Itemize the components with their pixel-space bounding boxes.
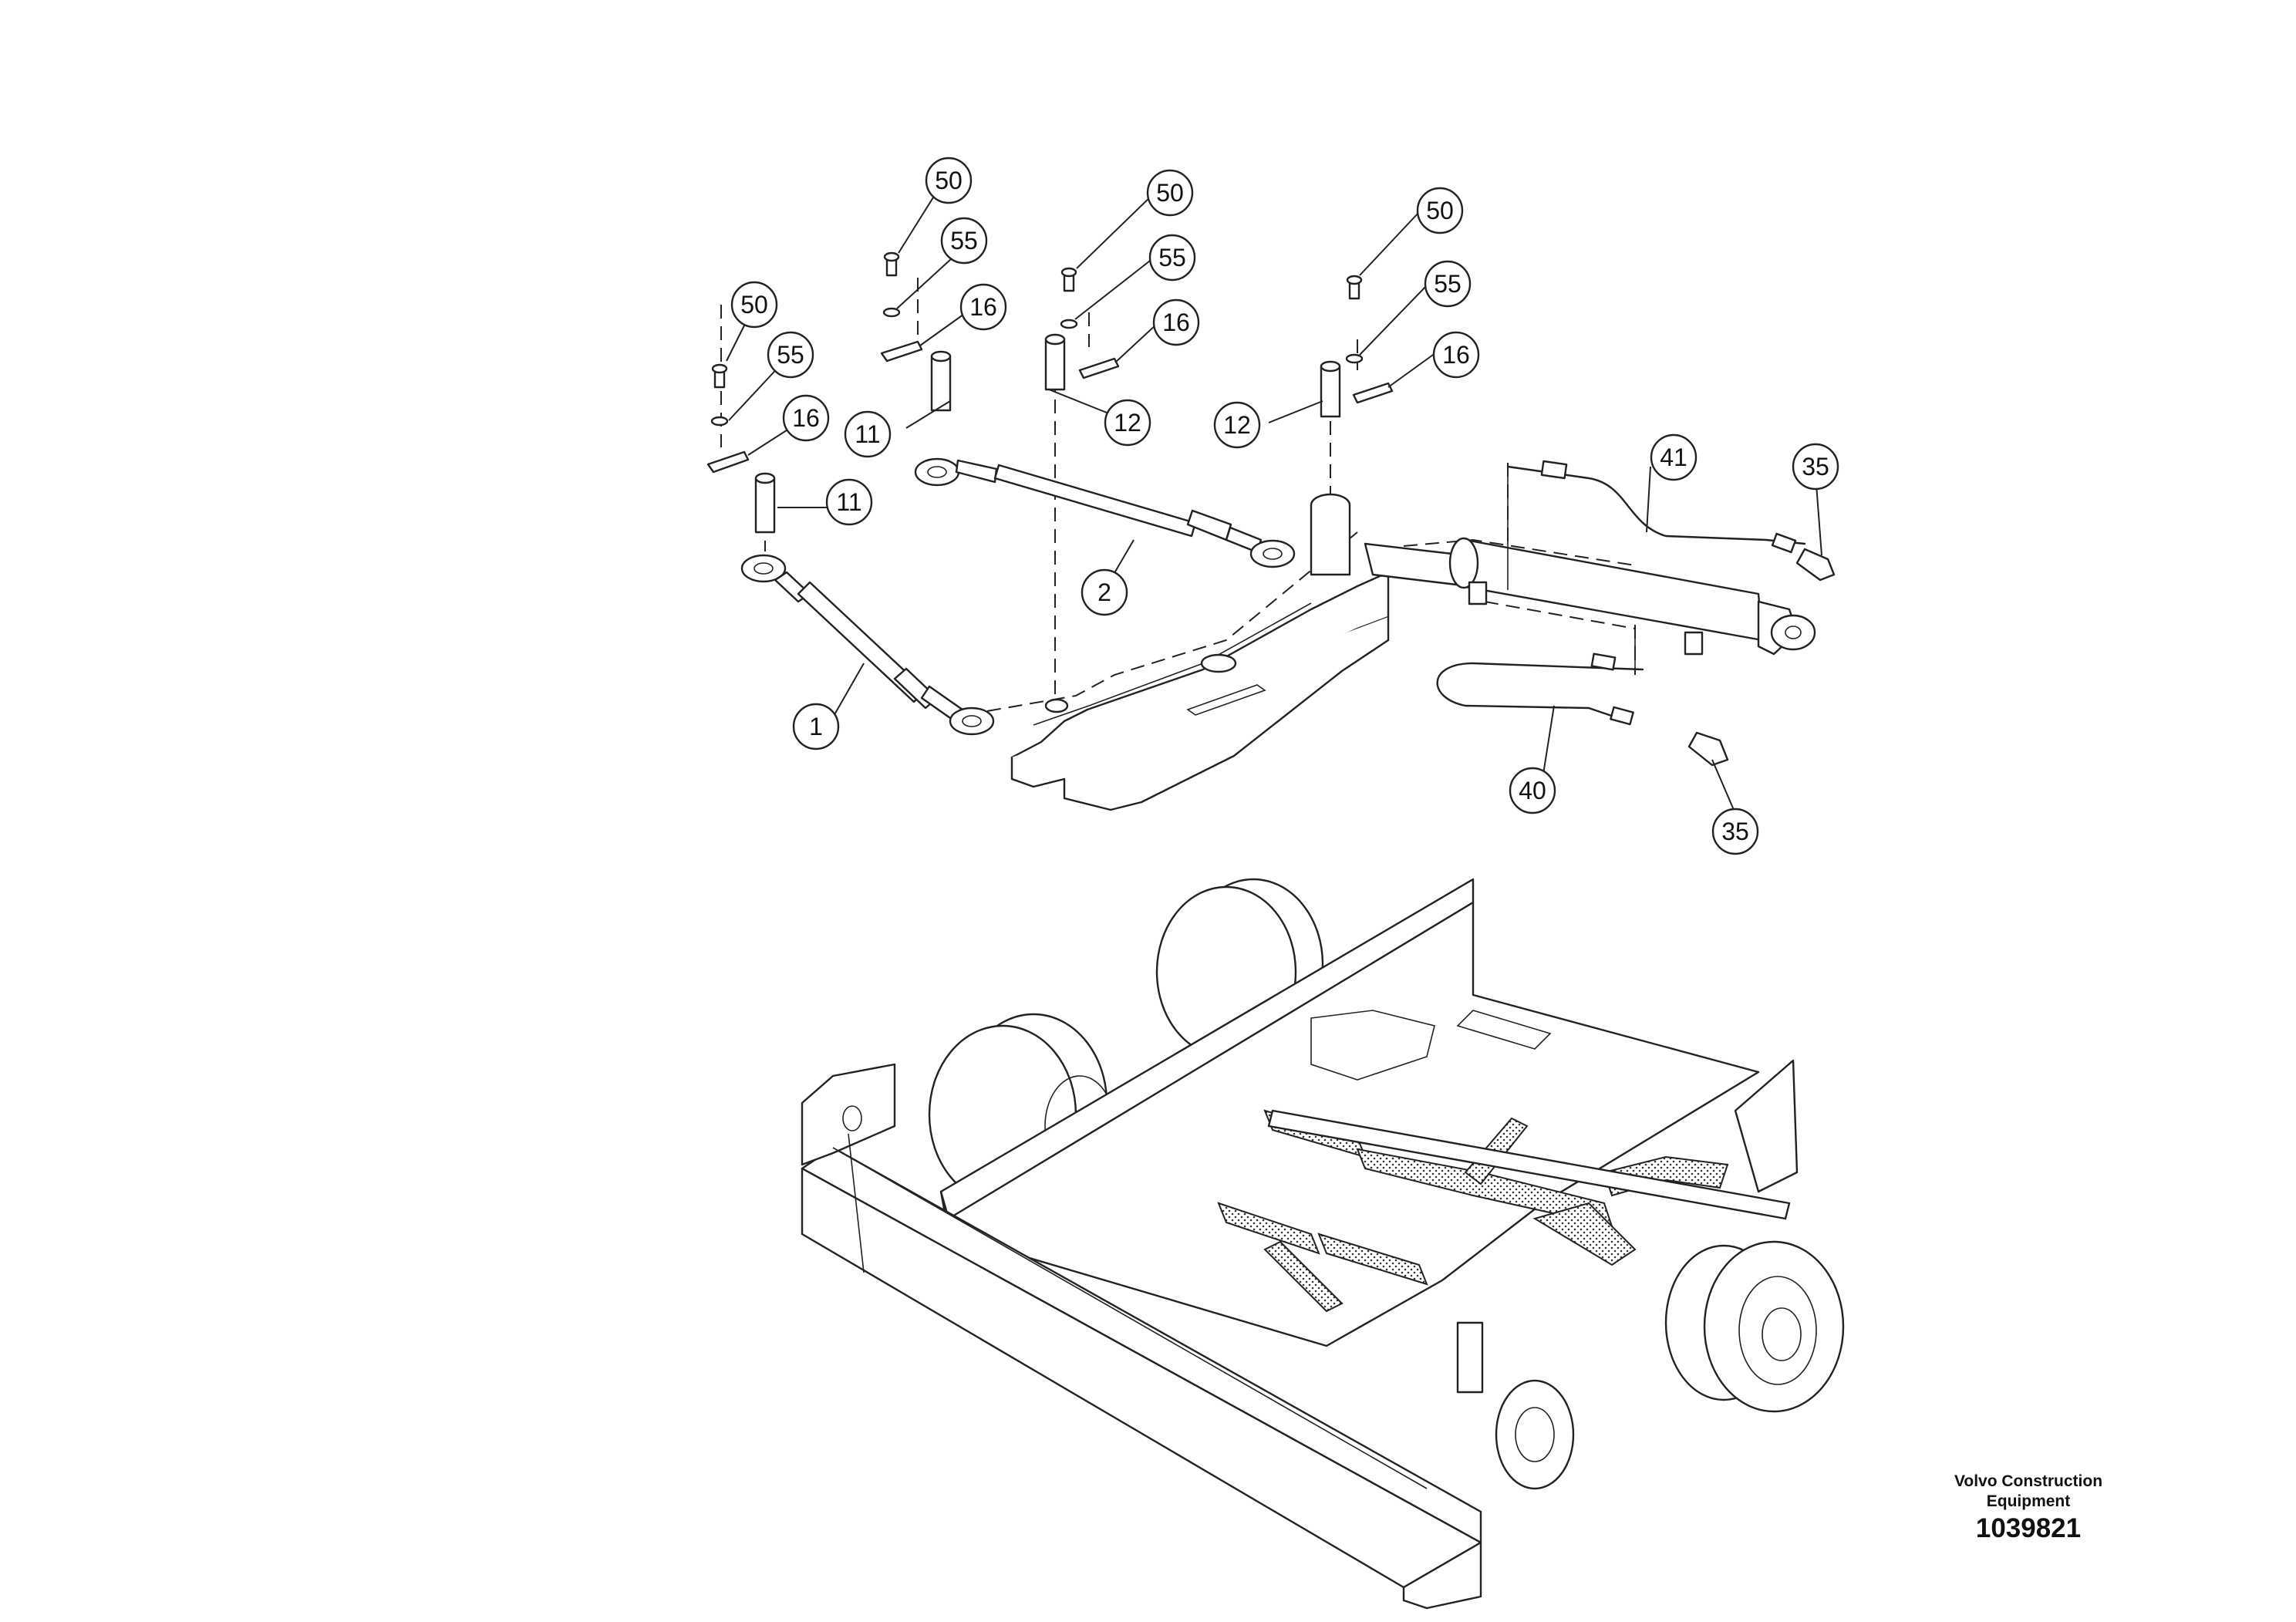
callout-50-c: 50: [1146, 169, 1194, 217]
callout-11-a: 11: [825, 478, 873, 526]
counterweight-block: [801, 1063, 1482, 1610]
svg-text:2: 2: [1097, 578, 1111, 606]
svg-text:55: 55: [1158, 244, 1186, 271]
svg-text:35: 35: [1721, 818, 1749, 845]
callout-55-c: 55: [1148, 234, 1196, 282]
callout-11-b: 11: [844, 410, 892, 458]
tie-rod-2: [914, 457, 1296, 568]
svg-text:50: 50: [740, 291, 768, 319]
hose-41: [1506, 460, 1836, 590]
svg-text:12: 12: [1114, 409, 1141, 437]
callout-55-b: 55: [940, 217, 988, 265]
callout-16-d: 16: [1432, 331, 1480, 379]
hose-40: [1436, 629, 1729, 767]
callout-55-d: 55: [1424, 260, 1472, 308]
svg-text:16: 16: [792, 404, 820, 432]
callout-35-a: 35: [1792, 443, 1839, 491]
svg-text:16: 16: [1162, 309, 1190, 336]
callout-12-b: 12: [1213, 401, 1261, 449]
side-rail: [939, 878, 1475, 1220]
callout-50-d: 50: [1416, 187, 1464, 234]
brand-line-2: Equipment: [1986, 1492, 2071, 1510]
chassis-assembly: [801, 878, 1845, 1610]
callout-50-a: 50: [730, 281, 778, 329]
svg-text:16: 16: [969, 293, 997, 321]
fastener-set-4: [1320, 275, 1394, 418]
hydraulic-cylinder: [1364, 537, 1816, 656]
callout-12-a: 12: [1104, 399, 1151, 447]
steering-hub: [1267, 1109, 1791, 1490]
svg-text:11: 11: [855, 420, 880, 448]
svg-text:55: 55: [950, 227, 978, 255]
brand-line-1: Volvo Construction: [1954, 1472, 2103, 1490]
svg-text:1: 1: [809, 713, 823, 740]
exploded-assembly: [706, 184, 1836, 811]
drawing-number: 1039821: [1975, 1513, 2082, 1543]
tie-rod-1: [740, 554, 995, 736]
svg-text:50: 50: [1426, 197, 1454, 224]
front-wheel: [1664, 1240, 1845, 1413]
svg-text:40: 40: [1519, 777, 1546, 804]
callout-16-a: 16: [782, 394, 830, 442]
callout-55-a: 55: [767, 331, 814, 379]
callout-50-b: 50: [925, 157, 973, 204]
svg-text:35: 35: [1802, 453, 1829, 481]
front-frame-plate: [1734, 1059, 1799, 1193]
svg-text:50: 50: [935, 167, 963, 194]
brand-label: Volvo Construction Equipment: [1920, 1472, 2136, 1512]
callout-16-c: 16: [1152, 298, 1200, 346]
fastener-set-3: [1044, 267, 1120, 391]
axle-bracket: [1010, 493, 1390, 811]
svg-text:12: 12: [1223, 411, 1251, 439]
fastener-set-1: [706, 363, 776, 534]
svg-text:41: 41: [1660, 443, 1687, 471]
svg-text:16: 16: [1442, 341, 1470, 369]
callout-2: 2: [1081, 568, 1128, 616]
callout-41: 41: [1650, 433, 1698, 481]
svg-text:55: 55: [1434, 270, 1462, 298]
svg-text:11: 11: [836, 488, 861, 516]
callout-1: 1: [792, 703, 840, 750]
callout-35-b: 35: [1711, 808, 1759, 855]
callout-16-b: 16: [959, 283, 1007, 331]
svg-text:50: 50: [1156, 179, 1184, 207]
fastener-set-2: [880, 251, 952, 412]
callout-40: 40: [1509, 767, 1556, 814]
svg-text:55: 55: [777, 341, 804, 369]
